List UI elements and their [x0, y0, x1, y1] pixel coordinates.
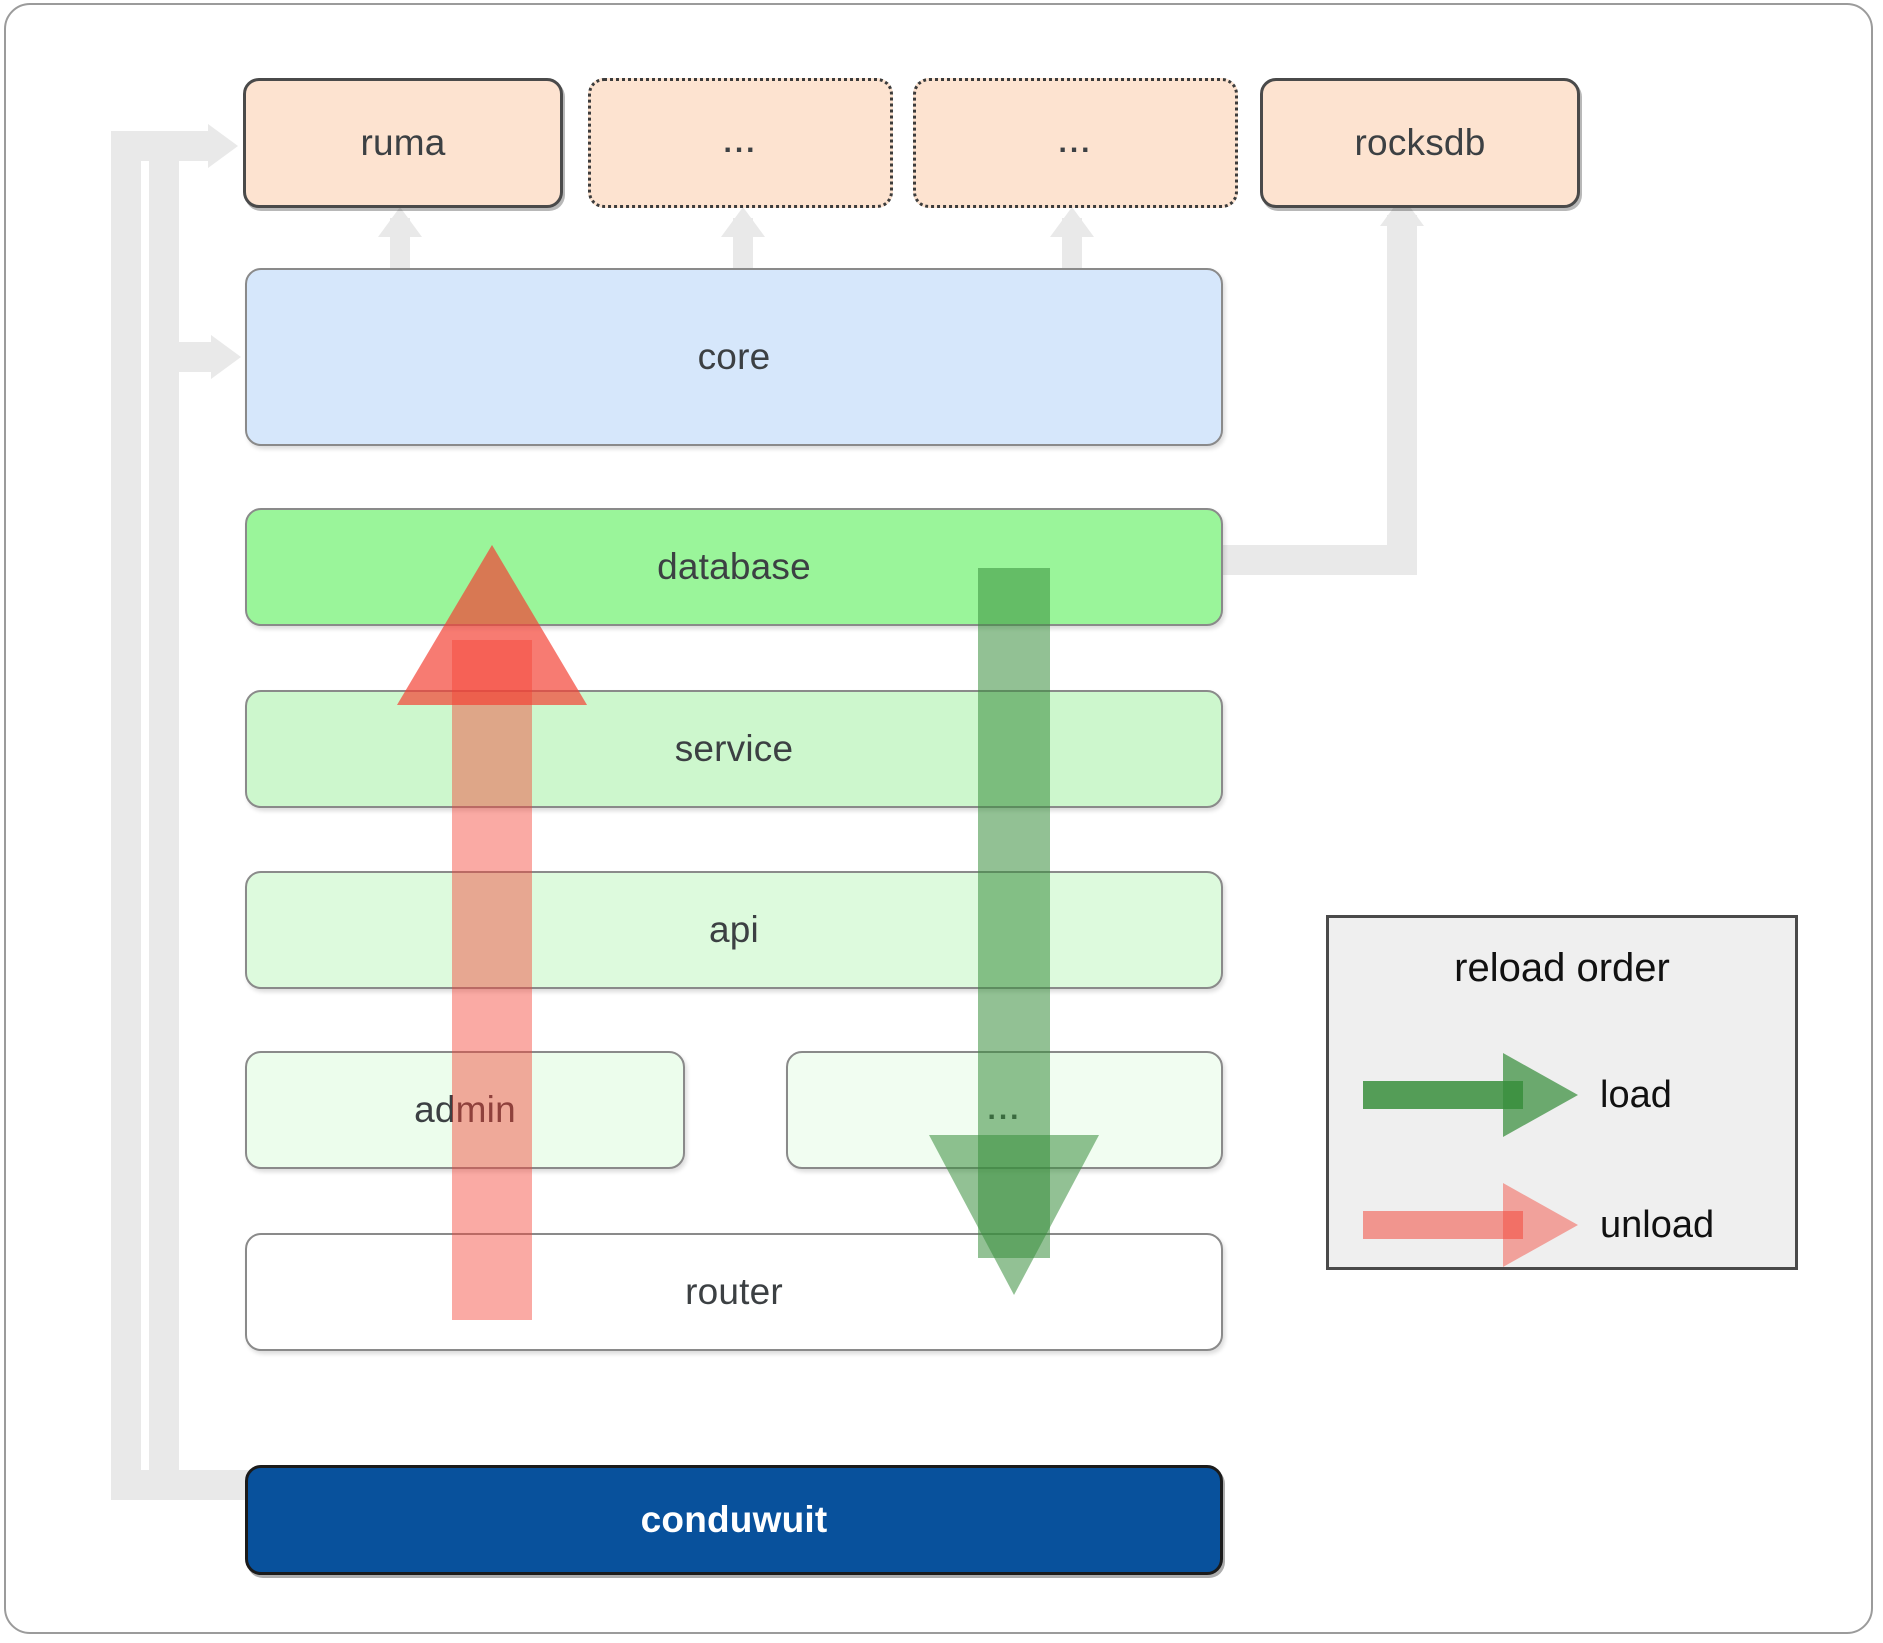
legend-panel: reload order load unload: [1326, 915, 1798, 1270]
legend-item-unload: unload: [1363, 1180, 1773, 1270]
crate-label: admin: [414, 1089, 516, 1130]
crate-box-admin[interactable]: admin: [245, 1051, 685, 1169]
crate-label: core: [697, 336, 771, 377]
crate-label: database: [657, 546, 811, 587]
connector-core-to-dep3-arrowhead: [1050, 207, 1094, 237]
legend-item-label: load: [1600, 1073, 1672, 1116]
connector-core-to-ruma-arrowhead: [378, 207, 422, 237]
connector-conduwuit-bottom-horizontal: [111, 1470, 251, 1500]
connector-core-arrowhead: [211, 335, 241, 379]
unload-arrow-shaft: [452, 640, 532, 1320]
crate-box-core[interactable]: core: [245, 268, 1223, 446]
dependency-label: ...: [723, 126, 758, 159]
dependency-box-ruma[interactable]: ruma: [243, 78, 563, 208]
connector-conduwuit-to-ruma-vertical: [111, 131, 141, 1500]
dependency-label: ...: [1058, 126, 1093, 159]
dependency-box-ellipsis-1[interactable]: ...: [588, 78, 893, 208]
crate-box-api[interactable]: api: [245, 871, 1223, 989]
crate-box-database[interactable]: database: [245, 508, 1223, 626]
unload-arrow-head: [397, 545, 587, 705]
connector-ruma-arrowhead: [208, 124, 238, 168]
dependency-label: rocksdb: [1354, 122, 1486, 163]
unload-arrow-head-outer: [397, 545, 587, 705]
unload-arrow-icon: [1363, 1183, 1578, 1267]
connector-core-to-dep2-arrowhead: [721, 207, 765, 237]
dependency-box-ellipsis-2[interactable]: ...: [913, 78, 1238, 208]
crate-label: router: [685, 1271, 783, 1312]
canvas-border: [4, 3, 1873, 1634]
load-arrow-head: [929, 1135, 1099, 1295]
legend-title: reload order: [1454, 946, 1670, 990]
legend-item-load: load: [1363, 1050, 1773, 1140]
crate-label: api: [709, 909, 759, 950]
connector-core-horizontal: [149, 342, 214, 372]
dependency-label: ruma: [360, 122, 446, 163]
load-arrow-icon: [1363, 1053, 1578, 1137]
connector-database-to-rocksdb-horizontal: [1222, 545, 1402, 575]
connector-database-to-rocksdb-vertical: [1387, 215, 1417, 575]
crate-box-service[interactable]: service: [245, 690, 1223, 808]
root-label: conduwuit: [640, 1499, 828, 1540]
dependency-box-rocksdb[interactable]: rocksdb: [1260, 78, 1580, 208]
legend-item-label: unload: [1600, 1203, 1715, 1246]
root-box-conduwuit[interactable]: conduwuit: [245, 1465, 1223, 1575]
crate-label: service: [674, 728, 794, 769]
